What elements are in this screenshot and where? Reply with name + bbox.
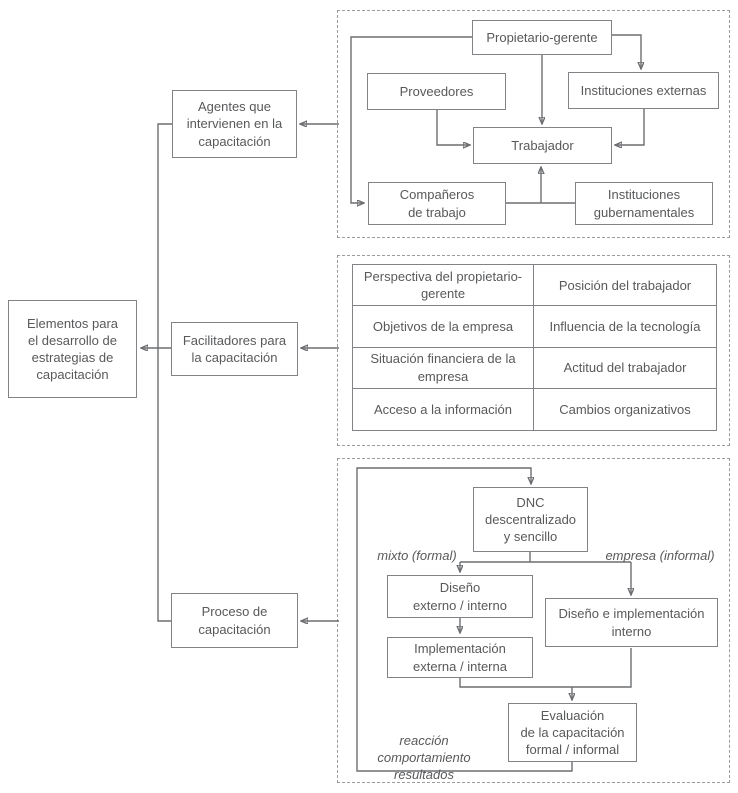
evaluation-box: Evaluación de la capacitación formal / i… bbox=[508, 703, 637, 762]
owner-manager-label: Propietario-gerente bbox=[486, 29, 598, 45]
coworkers-box: Compañeros de trabajo bbox=[368, 182, 506, 225]
external-institutions-label: Instituciones externas bbox=[580, 82, 707, 98]
dnc-label: DNC descentralizado y sencillo bbox=[484, 494, 577, 545]
suppliers-box: Proveedores bbox=[367, 73, 506, 110]
implementation-external-internal-box: Implementación externa / interna bbox=[387, 637, 533, 678]
worker-box: Trabajador bbox=[473, 127, 612, 164]
branch-label-empresa-text: empresa (informal) bbox=[605, 548, 715, 564]
facilitators-panel-frame bbox=[337, 255, 730, 446]
design-implementation-internal-label: Diseño e implementación interno bbox=[558, 606, 705, 639]
facilitators-table: Perspectiva del propietario-gerente Posi… bbox=[352, 264, 717, 431]
facilitator-cell: Cambios organizativos bbox=[559, 401, 691, 417]
branch-agents-box: Agentes que intervienen en la capacitaci… bbox=[172, 90, 297, 158]
dnc-box: DNC descentralizado y sencillo bbox=[473, 487, 588, 552]
owner-manager-box: Propietario-gerente bbox=[472, 20, 612, 55]
government-institutions-box: Instituciones gubernamentales bbox=[575, 182, 713, 225]
branch-facilitators-box: Facilitadores para la capacitación bbox=[171, 322, 298, 376]
branch-process-box: Proceso de capacitación bbox=[171, 593, 298, 648]
branch-agents-label: Agentes que intervienen en la capacitaci… bbox=[186, 99, 283, 149]
facilitator-cell: Objetivos de la empresa bbox=[353, 306, 534, 348]
branch-label-empresa: empresa (informal) bbox=[599, 530, 721, 564]
implementation-external-internal-label: Implementación externa / interna bbox=[413, 641, 507, 674]
root-elements-box: Elementos para el desarrollo de estrateg… bbox=[8, 300, 137, 398]
worker-label: Trabajador bbox=[511, 137, 574, 153]
evaluation-label: Evaluación de la capacitación formal / i… bbox=[520, 707, 625, 758]
design-external-internal-box: Diseño externo / interno bbox=[387, 575, 533, 618]
root-elements-label: Elementos para el desarrollo de estrateg… bbox=[26, 315, 119, 383]
branch-facilitators-label: Facilitadores para la capacitación bbox=[182, 332, 287, 365]
evaluation-criteria-text: reacción comportamiento resultados bbox=[377, 733, 471, 783]
branch-label-mixto-text: mixto (formal) bbox=[377, 548, 457, 564]
external-institutions-box: Instituciones externas bbox=[568, 72, 719, 109]
branch-label-mixto: mixto (formal) bbox=[358, 530, 476, 564]
coworkers-label: Compañeros de trabajo bbox=[399, 187, 475, 220]
facilitator-cell: Acceso a la información bbox=[353, 388, 534, 430]
facilitator-cell: Perspectiva del propietario-gerente bbox=[353, 265, 534, 307]
facilitator-cell: Posición del trabajador bbox=[534, 265, 716, 307]
facilitator-cell: Actitud del trabajador bbox=[534, 348, 716, 389]
branch-process-label: Proceso de capacitación bbox=[198, 604, 271, 637]
design-external-internal-label: Diseño externo / interno bbox=[413, 580, 507, 613]
government-institutions-label: Instituciones gubernamentales bbox=[593, 187, 695, 220]
facilitator-cell: Influencia de la tecnología bbox=[534, 306, 716, 348]
evaluation-criteria-label: reacción comportamiento resultados bbox=[363, 715, 485, 784]
facilitator-cell: Situación financiera de la empresa bbox=[353, 347, 534, 389]
suppliers-label: Proveedores bbox=[399, 83, 474, 99]
design-implementation-internal-box: Diseño e implementación interno bbox=[545, 598, 718, 647]
